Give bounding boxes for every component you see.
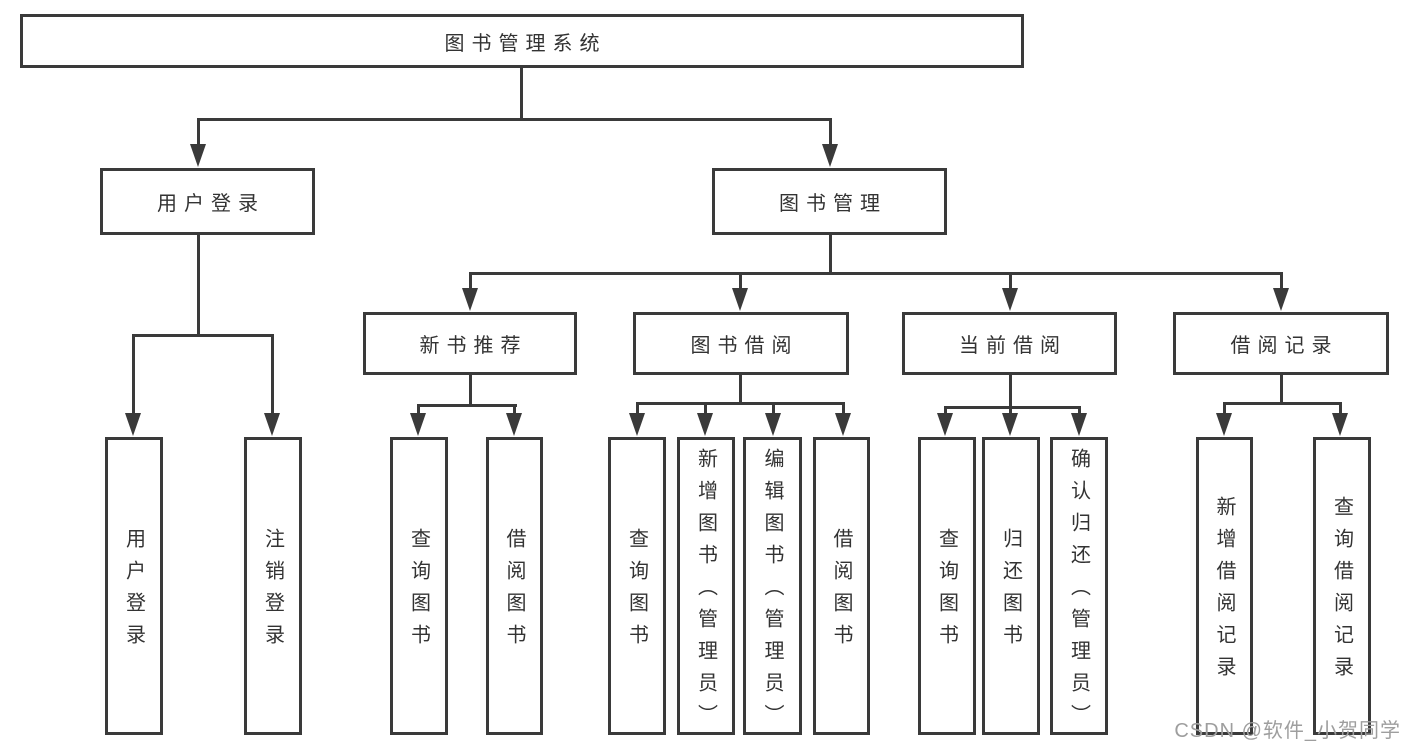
node-new-book-rec: 新书推荐 <box>363 312 577 375</box>
connector-line <box>512 403 516 415</box>
node-leaf-user-login: 用户登录 <box>105 437 163 735</box>
connector-line <box>416 403 420 415</box>
node-label: 用户登录 <box>122 528 145 656</box>
connector-line <box>1279 375 1283 403</box>
arrowhead-down-icon <box>1273 288 1289 311</box>
arrowhead-down-icon <box>264 413 280 436</box>
arrowhead-down-icon <box>1216 413 1232 436</box>
node-leaf-query-book-current: 查询图书 <box>918 437 976 735</box>
node-label: 编辑图书（管理员） <box>761 448 783 736</box>
node-label: 注销登录 <box>261 528 284 656</box>
arrowhead-down-icon <box>1002 413 1018 436</box>
connector-line <box>468 271 472 290</box>
connector-line <box>635 401 845 405</box>
node-label: 图书借阅 <box>690 335 799 357</box>
connector-line <box>1222 401 1226 415</box>
connector-line <box>416 403 517 407</box>
node-book-mgmt: 图书管理 <box>712 168 947 235</box>
node-leaf-query-book-borrow: 查询图书 <box>608 437 666 735</box>
arrowhead-down-icon <box>1002 288 1018 311</box>
node-leaf-confirm-return: 确认归还（管理员） <box>1050 437 1108 736</box>
arrowhead-down-icon <box>410 413 426 436</box>
connector-line <box>738 271 742 290</box>
connector-line <box>131 333 273 337</box>
connector-line <box>270 333 274 414</box>
connector-line <box>131 333 135 414</box>
arrowhead-down-icon <box>732 288 748 311</box>
node-label: 图书管理系统 <box>444 32 607 55</box>
node-label: 当前借阅 <box>959 335 1067 357</box>
node-leaf-add-record: 新增借阅记录 <box>1196 437 1253 735</box>
arrowhead-down-icon <box>506 413 522 436</box>
node-leaf-query-record: 查询借阅记录 <box>1313 437 1371 735</box>
arrowhead-down-icon <box>835 413 851 436</box>
connector-line <box>1008 271 1012 290</box>
node-leaf-add-book: 新增图书（管理员） <box>677 437 735 736</box>
arrowhead-down-icon <box>1071 413 1087 436</box>
node-leaf-borrow-book: 借阅图书 <box>813 437 870 735</box>
arrowhead-down-icon <box>822 144 838 167</box>
node-user-login: 用户登录 <box>100 168 315 235</box>
node-book-borrow: 图书借阅 <box>633 312 849 375</box>
connector-line <box>1222 401 1342 405</box>
node-current-borrow: 当前借阅 <box>902 312 1117 375</box>
node-label: 查询图书 <box>407 528 430 656</box>
connector-line <box>1279 271 1283 290</box>
connector-line <box>519 68 523 119</box>
node-label: 借阅图书 <box>503 528 525 656</box>
arrowhead-down-icon <box>190 144 206 167</box>
node-label: 新增图书（管理员） <box>694 448 717 736</box>
node-label: 借阅图书 <box>830 528 852 656</box>
node-label: 查询借阅记录 <box>1330 496 1353 688</box>
arrowhead-down-icon <box>937 413 953 436</box>
node-leaf-edit-book: 编辑图书（管理员） <box>743 437 802 736</box>
node-label: 图书管理 <box>779 193 887 215</box>
node-label: 借阅记录 <box>1230 335 1339 357</box>
watermark-text: CSDN @软件_小贺同学 <box>1174 720 1401 742</box>
node-label: 新书推荐 <box>419 335 528 357</box>
arrowhead-down-icon <box>125 413 141 436</box>
connector-line <box>841 401 845 415</box>
connector-line <box>943 405 1081 409</box>
arrowhead-down-icon <box>1332 413 1348 436</box>
node-leaf-return-book: 归还图书 <box>982 437 1040 735</box>
node-label: 新增借阅记录 <box>1213 496 1235 688</box>
arrowhead-down-icon <box>765 413 781 436</box>
connector-line <box>635 401 639 415</box>
connector-line <box>468 375 472 406</box>
connector-line <box>828 235 832 273</box>
arrowhead-down-icon <box>697 413 713 436</box>
connector-line <box>738 375 742 403</box>
node-root: 图书管理系统 <box>20 14 1024 68</box>
connector-line <box>943 405 947 415</box>
connector-line <box>828 117 832 145</box>
node-leaf-logout: 注销登录 <box>244 437 302 735</box>
connector-line <box>1077 405 1081 415</box>
node-label: 确认归还（管理员） <box>1067 448 1090 736</box>
node-borrow-record: 借阅记录 <box>1173 312 1389 375</box>
node-leaf-borrow-book-rec: 借阅图书 <box>486 437 543 735</box>
connector-line <box>771 401 775 415</box>
connector-line <box>1338 401 1342 415</box>
connector-line <box>196 117 200 145</box>
connector-line <box>1008 405 1012 415</box>
node-leaf-query-book-rec: 查询图书 <box>390 437 448 735</box>
connector-line <box>1008 375 1012 407</box>
connector-line <box>703 401 707 415</box>
node-label: 查询图书 <box>935 528 958 656</box>
connector-line <box>196 117 832 121</box>
node-label: 归还图书 <box>999 528 1022 656</box>
arrowhead-down-icon <box>629 413 645 436</box>
connector-line <box>196 235 200 335</box>
arrowhead-down-icon <box>462 288 478 311</box>
connector-line <box>468 271 1283 275</box>
node-label: 查询图书 <box>625 528 648 656</box>
node-label: 用户登录 <box>157 193 265 215</box>
